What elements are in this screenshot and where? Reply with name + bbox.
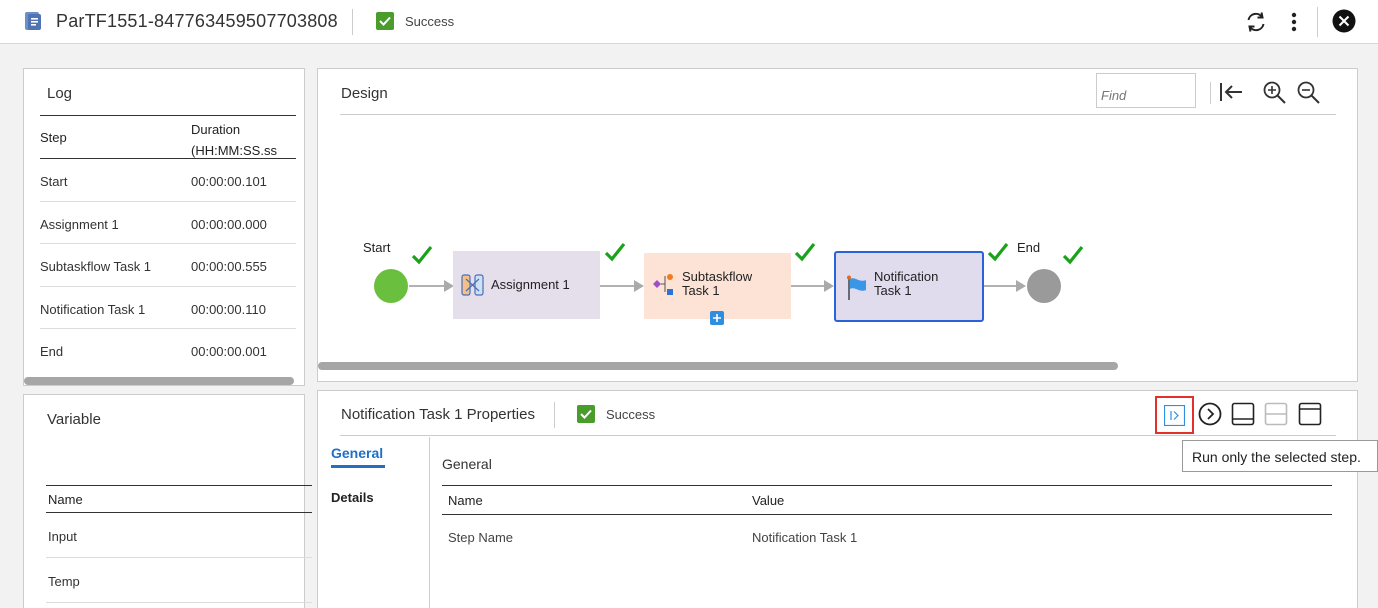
- panel-title: Notification Task 1 Properties: [341, 406, 535, 423]
- active-tab-indicator: [331, 465, 385, 468]
- more-options-icon[interactable]: [1286, 10, 1302, 34]
- divider: [340, 114, 1336, 115]
- divider: [442, 485, 1332, 486]
- table-header: Step Duration(HH:MM:SS.ss: [40, 115, 296, 159]
- subtaskflow-icon: [653, 274, 673, 295]
- horizontal-scrollbar[interactable]: [24, 377, 294, 385]
- tooltip: Run only the selected step.: [1182, 440, 1378, 472]
- refresh-icon[interactable]: [1244, 10, 1268, 34]
- design-panel: Design Start Assignment 1: [317, 68, 1358, 382]
- split-view-icon[interactable]: [1264, 402, 1288, 426]
- success-checkmark-icon: [1062, 246, 1084, 265]
- end-node-label: End: [1017, 240, 1041, 255]
- column-header-duration: Duration(HH:MM:SS.ss: [191, 122, 277, 158]
- properties-panel: Notification Task 1 Properties Success G…: [317, 390, 1358, 608]
- variable-table: Name Input Temp: [46, 485, 312, 603]
- run-selected-step-button[interactable]: [1155, 396, 1194, 434]
- divider: [429, 437, 430, 608]
- dock-bottom-icon[interactable]: [1231, 402, 1255, 426]
- column-header-name: Name: [46, 485, 312, 513]
- panel-title: Variable: [47, 411, 101, 428]
- zoom-in-icon[interactable]: [1262, 80, 1288, 106]
- go-to-start-icon[interactable]: [1218, 81, 1244, 103]
- divider: [1210, 82, 1211, 104]
- table-row[interactable]: Temp: [46, 558, 312, 603]
- resume-icon[interactable]: [1198, 402, 1222, 426]
- page-title: ParTF1551-847763459507703808: [56, 11, 338, 31]
- success-checkmark-icon: [794, 243, 816, 262]
- divider: [1317, 7, 1318, 37]
- panel-title: Design: [341, 85, 388, 102]
- column-header-step: Step: [40, 130, 67, 145]
- run-step-icon: [1164, 405, 1185, 426]
- assignment-node[interactable]: Assignment 1: [453, 251, 600, 319]
- tab-general[interactable]: General: [331, 445, 384, 461]
- tab-details[interactable]: Details: [331, 490, 374, 505]
- success-checkmark-icon: [987, 243, 1009, 262]
- expand-subtaskflow-button[interactable]: [710, 311, 724, 325]
- divider: [352, 9, 353, 35]
- horizontal-scrollbar[interactable]: [318, 362, 1118, 370]
- top-bar: ParTF1551-847763459507703808 Success: [0, 0, 1378, 44]
- success-checkmark-icon: [604, 243, 626, 262]
- success-check-icon: [577, 405, 595, 423]
- success-checkmark-icon: [411, 246, 433, 265]
- zoom-out-icon[interactable]: [1296, 80, 1322, 106]
- notification-flag-icon: [847, 275, 866, 300]
- divider: [554, 402, 555, 428]
- table-row[interactable]: Input: [46, 513, 312, 558]
- divider: [340, 435, 1336, 436]
- end-node[interactable]: [1027, 269, 1061, 303]
- status-label: Success: [405, 14, 455, 29]
- property-value: Notification Task 1: [752, 530, 858, 545]
- taskflow-document-icon: [25, 12, 41, 30]
- success-check-icon: [376, 12, 394, 30]
- flow-connectors: [409, 280, 1026, 292]
- close-icon[interactable]: [1332, 9, 1356, 33]
- find-input[interactable]: [1096, 73, 1196, 108]
- property-name: Step Name: [448, 530, 514, 545]
- section-title: General: [442, 456, 492, 472]
- status-label: Success: [606, 407, 656, 422]
- divider: [442, 514, 1332, 515]
- column-header-name: Name: [448, 493, 483, 508]
- start-node[interactable]: [374, 269, 408, 303]
- variable-panel: Variable Name Input Temp: [23, 394, 312, 608]
- panel-title: Log: [47, 85, 73, 102]
- column-header-value: Value: [752, 493, 785, 508]
- assignment-icon: [461, 274, 484, 296]
- start-node-label: Start: [363, 240, 391, 255]
- maximize-panel-icon[interactable]: [1298, 402, 1322, 426]
